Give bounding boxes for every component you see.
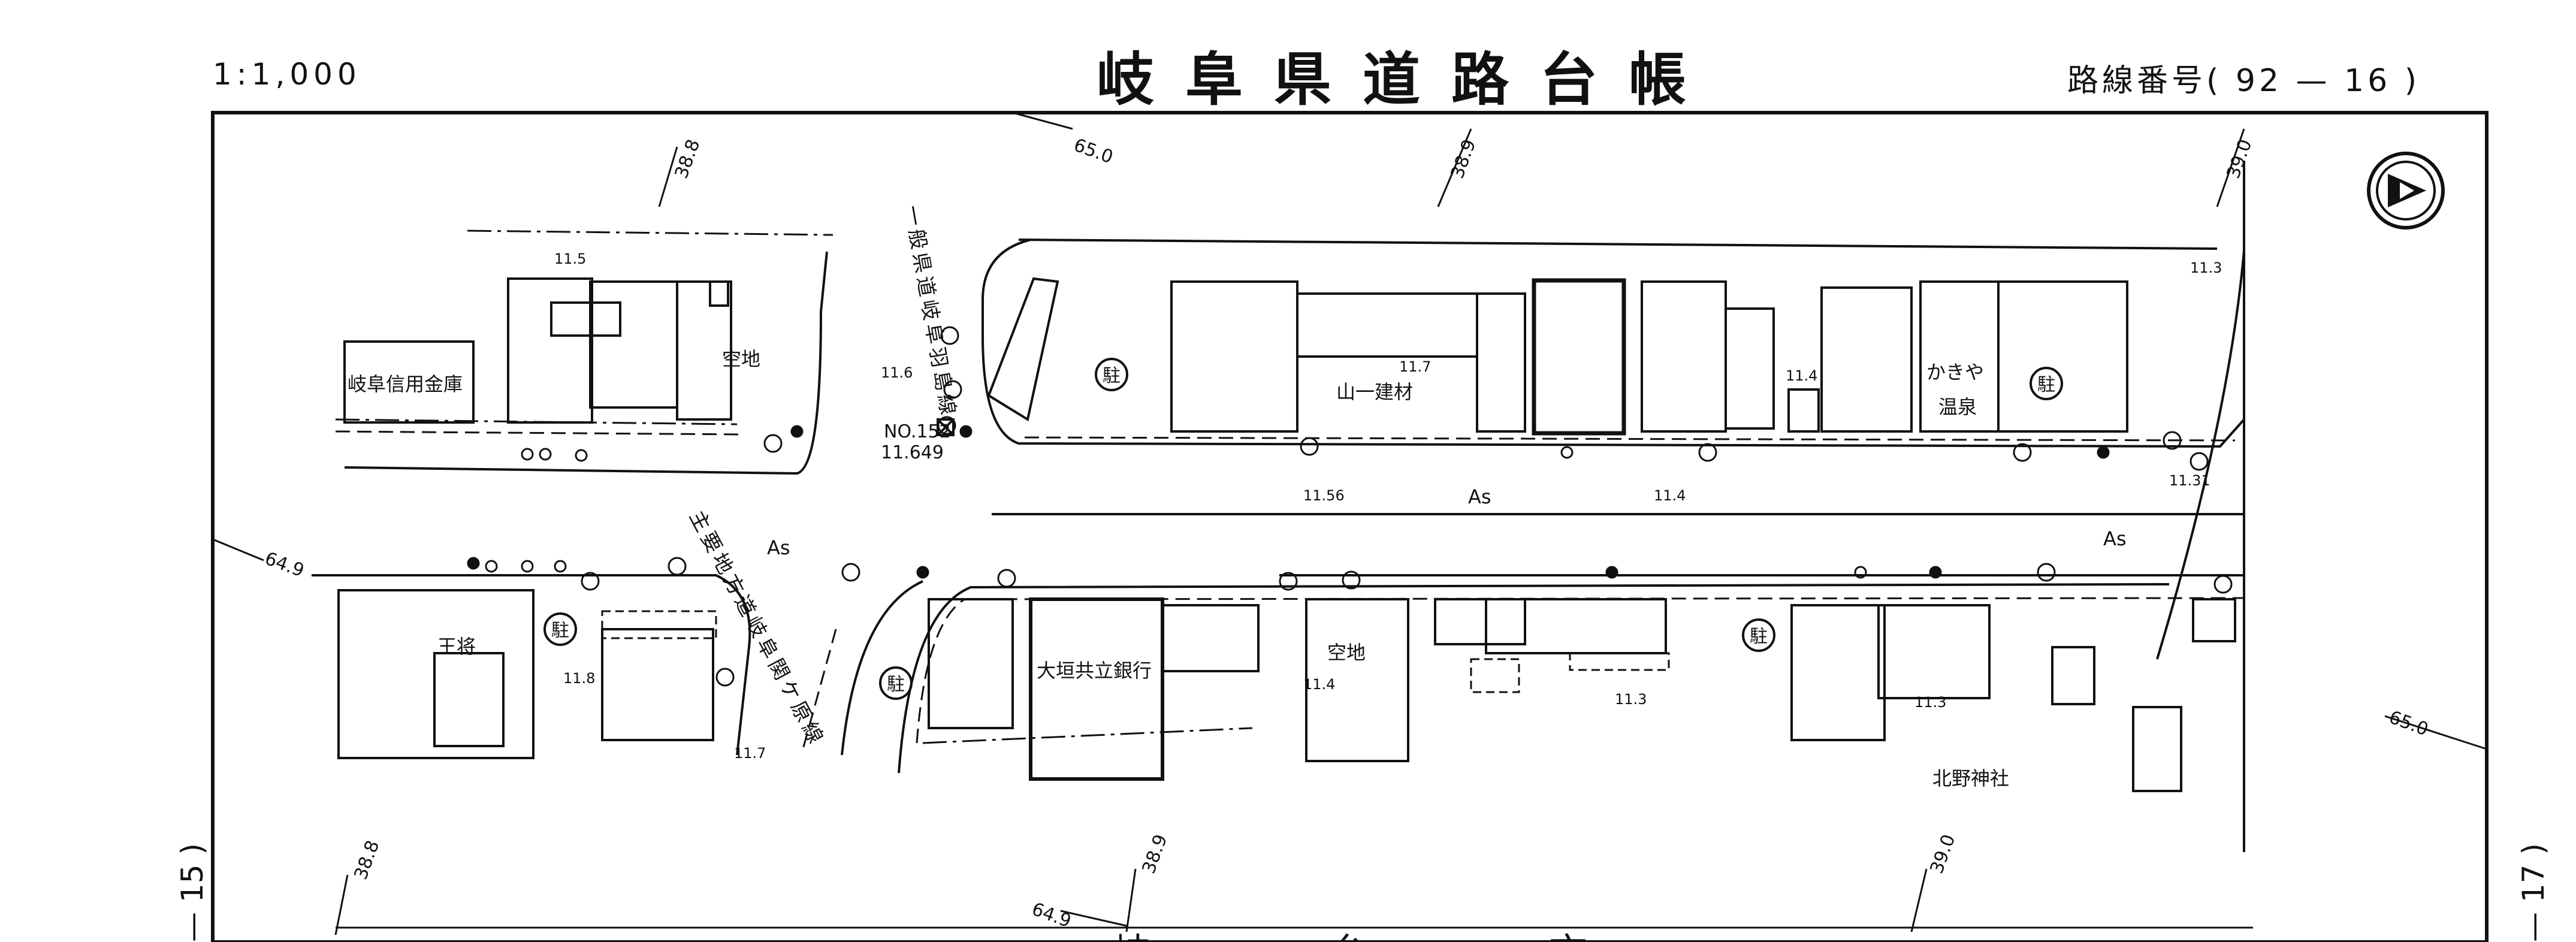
- elevation-points: 11.5 11.6 11.7 11.4 11.3 11.56 11.4 11.3…: [554, 250, 2222, 762]
- grid-label-39-0: 39.0: [2223, 137, 2257, 182]
- label-vacant: 空地: [722, 348, 760, 370]
- elev-11-3-south: 11.3: [1615, 691, 1647, 708]
- grid-label-38-9: 38.9: [1447, 137, 1481, 182]
- label-no152: NO.152: [884, 421, 951, 442]
- parking-icon: 駐: [2030, 367, 2063, 400]
- station-mark-icon: [937, 418, 955, 436]
- label-yamaichi: 山一建材: [1336, 381, 1413, 403]
- elev-11-7: 11.7: [1399, 358, 1431, 375]
- buildings: [337, 277, 2236, 792]
- elev-11-5: 11.5: [554, 250, 586, 267]
- grid-label-64-9: 64.9: [262, 548, 307, 582]
- svg-text:駐: 駐: [551, 620, 569, 641]
- svg-text:駐: 駐: [2037, 375, 2055, 395]
- bottom-char-1: 岐: [1112, 931, 1150, 942]
- left-sheet-ref: — 15 ): [175, 843, 210, 942]
- elev-11-4-south: 11.4: [1303, 676, 1335, 693]
- dashed-structures: [601, 610, 1670, 693]
- parking-icon: 駐: [879, 666, 913, 700]
- label-as-right: As: [2103, 527, 2127, 550]
- road-markers: [467, 326, 2233, 687]
- grid-label-65-0-right: 65.0: [2386, 707, 2431, 741]
- bottom-char-2: 台: [1330, 931, 1369, 942]
- label-ouji: 王将: [437, 635, 476, 658]
- label-kitano: 北野神社: [1932, 767, 2009, 790]
- parking-icon: 駐: [543, 612, 577, 646]
- label-road-kenmei: 一般県道岐阜羽島線: [899, 204, 961, 420]
- parking-icon: 駐: [1742, 618, 1775, 652]
- label-as-main: As: [1468, 485, 1491, 508]
- label-as-left: As: [767, 536, 790, 559]
- north-arrow-icon: [2367, 152, 2445, 230]
- elev-11-4: 11.4: [1786, 367, 1817, 384]
- label-no152-elev: 11.649: [881, 442, 944, 463]
- road-dashed-lines: [335, 430, 2245, 750]
- route-number: 路線番号( 92 — 16 ): [2067, 63, 2421, 99]
- grid-lines: [212, 111, 2487, 935]
- road-edges: [312, 238, 2245, 774]
- map-scale: 1:1,000: [213, 57, 361, 92]
- elev-11-3-east: 11.3: [1914, 694, 1946, 711]
- label-onsen: 温泉: [1938, 395, 1977, 418]
- bottom-title-fragment: 岐 台 市: [1112, 931, 1587, 942]
- elev-11-8: 11.8: [563, 670, 595, 687]
- grid-label-39-0-low: 39.0: [1926, 832, 1960, 877]
- label-ogaki-bank: 大垣共立銀行: [1037, 659, 1152, 682]
- map-labels: 岐阜信用金庫 空地 山一建材 かきや 温泉 王将 大垣共立銀行 空地 北野神社 …: [348, 204, 2127, 790]
- elev-11-4-road: 11.4: [1654, 487, 1686, 504]
- elev-11-6: 11.6: [881, 364, 913, 381]
- grid-label-38-8: 38.8: [671, 137, 705, 182]
- grid-label-38-8-low: 38.8: [351, 838, 384, 883]
- label-kakiya: かきや: [1926, 361, 1984, 384]
- parking-icon: 駐: [1095, 358, 1128, 391]
- elev-11-7-south: 11.7: [734, 745, 766, 762]
- bottom-char-3: 市: [1549, 931, 1587, 942]
- svg-text:駐: 駐: [1750, 626, 1768, 647]
- grid-label-38-9-low: 38.9: [1138, 832, 1172, 877]
- svg-text:駐: 駐: [887, 674, 905, 695]
- elev-11-31: 11.31: [2169, 472, 2210, 489]
- right-sheet-ref: — 17 ): [2516, 843, 2551, 942]
- parking-symbols: 駐 駐 駐 駐 駐: [543, 358, 2063, 700]
- map-frame: [211, 111, 2489, 942]
- label-bank: 岐阜信用金庫: [348, 373, 463, 395]
- elev-11-3: 11.3: [2190, 259, 2222, 276]
- map-title: 岐阜県道路台帳: [1097, 46, 1717, 113]
- svg-text:駐: 駐: [1103, 366, 1121, 387]
- elev-11-56: 11.56: [1303, 487, 1345, 504]
- grid-label-65-0: 65.0: [1071, 135, 1116, 168]
- label-vacant-south: 空地: [1327, 641, 1366, 664]
